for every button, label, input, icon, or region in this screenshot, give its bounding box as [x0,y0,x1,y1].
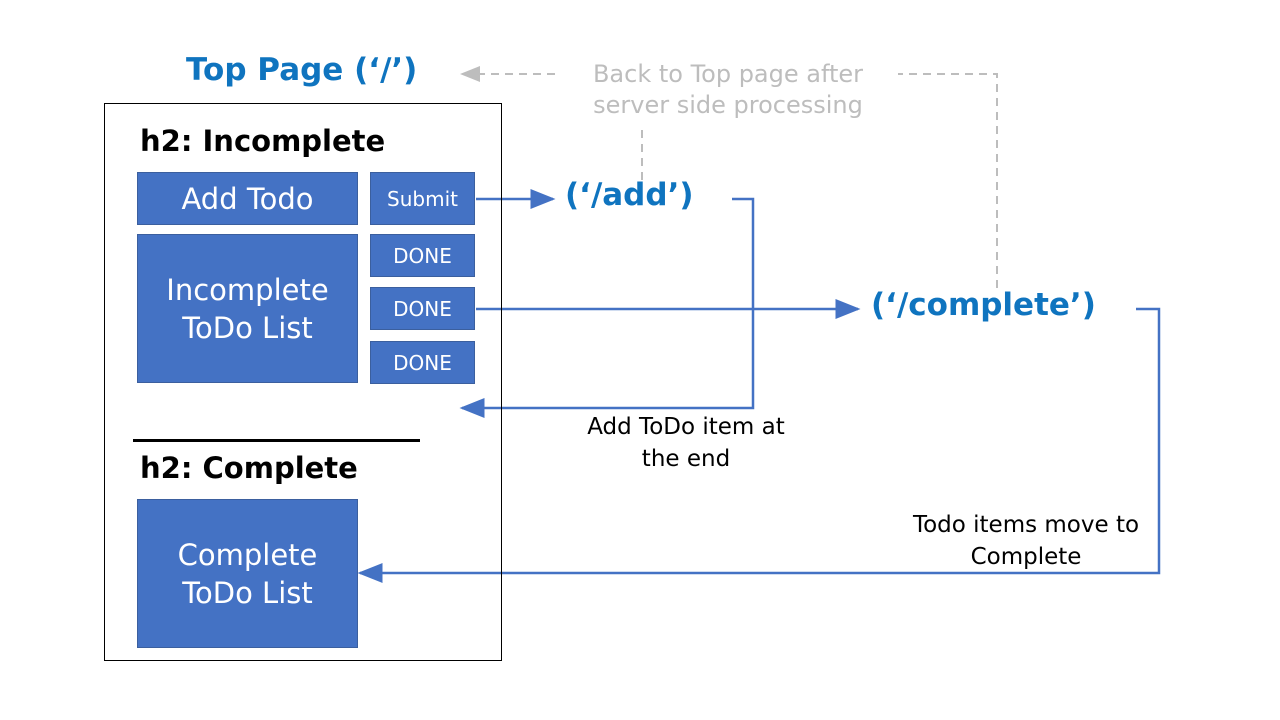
back-to-top-note: Back to Top page after server side proce… [592,60,864,119]
complete-route-label: (‘/complete’) [871,287,1096,323]
incomplete-heading: h2: Incomplete [140,124,386,158]
complete-todo-list: Complete ToDo List [137,499,358,648]
top-page-title: Top Page (‘/’) [186,52,418,88]
done-button-3[interactable]: DONE [370,341,475,384]
add-todo-note: Add ToDo item at the end [587,414,785,472]
incomplete-todo-list: Incomplete ToDo List [137,234,358,383]
done-button-1[interactable]: DONE [370,234,475,277]
submit-button[interactable]: Submit [370,172,475,225]
complete-heading: h2: Complete [140,451,358,485]
add-return-arrow [459,197,755,418]
add-route-label: (‘/add’) [565,177,694,213]
page-frame [104,103,502,661]
move-to-complete-note: Todo items move to Complete [912,512,1140,570]
add-todo-input[interactable]: Add Todo [137,172,358,225]
done-button-2[interactable]: DONE [370,287,475,330]
complete-to-back-dashed [898,73,998,288]
section-divider [133,439,420,442]
